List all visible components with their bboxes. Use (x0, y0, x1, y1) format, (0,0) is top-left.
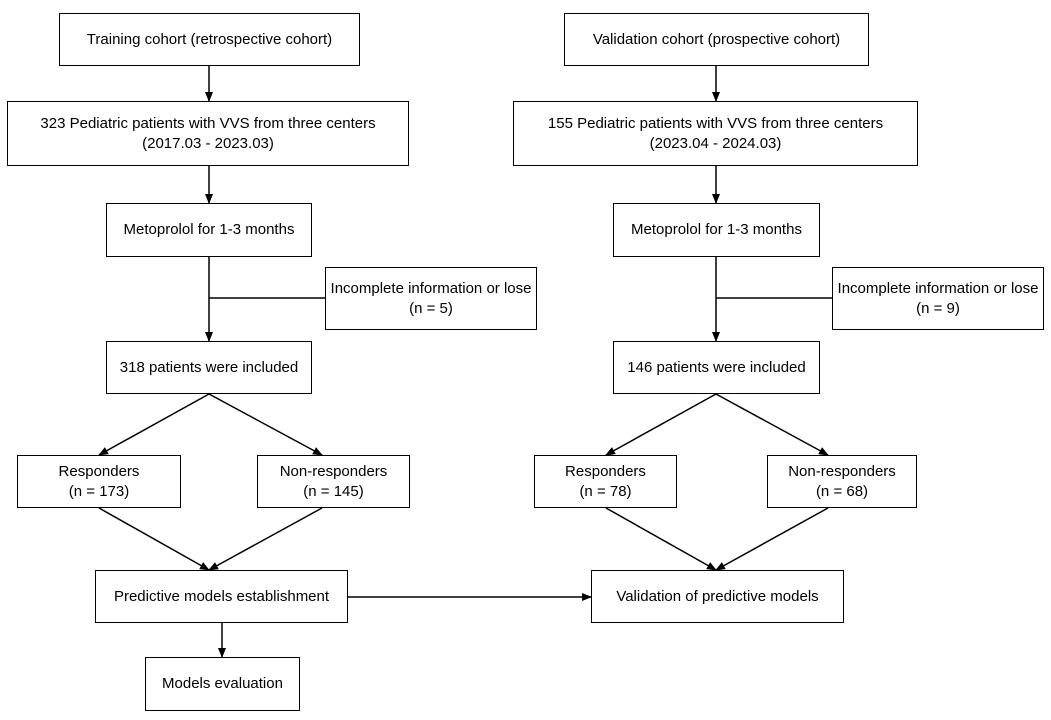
validation-metoprolol-label: Metoprolol for 1-3 months (631, 221, 802, 238)
training-nonresponders-count: (n = 145) (303, 482, 364, 500)
training-responders-box: Responders (n = 173) (17, 455, 181, 508)
validation-models-label: Validation of predictive models (616, 587, 819, 605)
training-metoprolol-box: Metoprolol for 1-3 months (106, 203, 312, 257)
validation-nonresponders-label: Non-responders (788, 462, 896, 480)
validation-patients-label: 155 Pediatric patients with VVS from thr… (547, 114, 884, 132)
validation-nonresponders-box: Non-responders (n = 68) (767, 455, 917, 508)
models-evaluation-box: Models evaluation (145, 657, 300, 711)
training-nonresponders-label: Non-responders (279, 462, 388, 480)
arrow-train-included-to-responders (98, 393, 210, 456)
validation-responders-count: (n = 78) (579, 482, 632, 500)
training-excluded-label: Incomplete information or lose (330, 279, 532, 297)
validation-metoprolol-box: Metoprolol for 1-3 months (613, 203, 820, 257)
validation-excluded-label: Incomplete information or lose (837, 279, 1039, 297)
arrow-train-responders-to-models (98, 507, 210, 571)
validation-nonresponders-count: (n = 68) (815, 482, 869, 500)
validation-responders-box: Responders (n = 78) (534, 455, 677, 508)
validation-included-label: 146 patients were included (627, 358, 806, 376)
training-excluded-count: (n = 5) (409, 299, 453, 317)
arrow-valid-included-to-nonresponders (715, 393, 829, 456)
training-responders-count: (n = 173) (68, 482, 130, 500)
arrow-train-included-to-nonresponders (208, 393, 323, 456)
training-included-label: 318 patients were included (119, 358, 299, 376)
validation-included-box: 146 patients were included (613, 341, 820, 394)
arrow-valid-included-to-responders (605, 393, 717, 456)
training-patients-label: 323 Pediatric patients with VVS from thr… (40, 114, 376, 132)
predictive-models-label: Predictive models establishment (113, 587, 330, 605)
validation-excluded-count: (n = 9) (916, 299, 960, 317)
training-patients-period: (2017.03 - 2023.03) (142, 134, 274, 152)
training-included-box: 318 patients were included (106, 341, 312, 394)
training-cohort-label: Training cohort (retrospective cohort) (86, 30, 333, 48)
training-cohort-box: Training cohort (retrospective cohort) (59, 13, 360, 66)
training-responders-label: Responders (58, 462, 140, 480)
arrow-valid-responders-to-validation (605, 507, 717, 571)
validation-excluded-box: Incomplete information or lose (n = 9) (832, 267, 1044, 330)
validation-cohort-label: Validation cohort (prospective cohort) (592, 30, 841, 48)
training-metoprolol-label: Metoprolol for 1-3 months (123, 221, 295, 238)
models-evaluation-label: Models evaluation (162, 675, 283, 692)
validation-responders-label: Responders (565, 462, 646, 480)
training-nonresponders-box: Non-responders (n = 145) (257, 455, 410, 508)
validation-patients-period: (2023.04 - 2024.03) (649, 134, 782, 152)
predictive-models-box: Predictive models establishment (95, 570, 348, 623)
training-excluded-box: Incomplete information or lose (n = 5) (325, 267, 537, 330)
arrow-train-nonresponders-to-models (208, 507, 323, 571)
validation-patients-box: 155 Pediatric patients with VVS from thr… (513, 101, 918, 166)
validation-cohort-box: Validation cohort (prospective cohort) (564, 13, 869, 66)
arrow-valid-nonresponders-to-validation (715, 507, 829, 571)
training-patients-box: 323 Pediatric patients with VVS from thr… (7, 101, 409, 166)
validation-models-box: Validation of predictive models (591, 570, 844, 623)
